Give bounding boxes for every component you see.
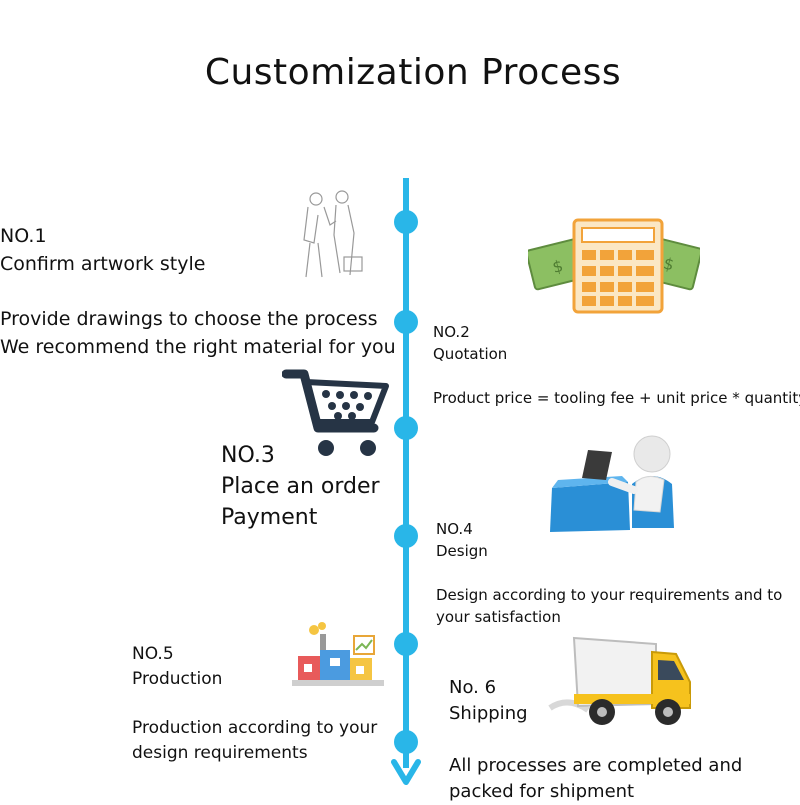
step-description: Product price = tooling fee + unit price… xyxy=(433,389,800,407)
step-name: Quotation xyxy=(433,345,508,363)
step-name: Shipping xyxy=(449,703,528,724)
handshake-sketch-icon xyxy=(303,190,363,278)
shopping-cart-icon xyxy=(282,369,389,456)
step-description: Provide drawings to choose the process xyxy=(0,308,378,330)
step-name: Design xyxy=(436,542,488,560)
timeline-dot xyxy=(394,416,418,440)
delivery-truck-icon xyxy=(548,636,691,725)
designer-laptop-icon xyxy=(550,435,674,532)
step-number: NO.5 xyxy=(132,644,174,664)
step-description: All processes are completed and packed f… xyxy=(449,755,743,802)
page-title: Customization Process xyxy=(204,52,622,93)
step-number: NO.2 xyxy=(433,323,470,341)
timeline-dot xyxy=(394,310,418,334)
step-number: NO.1 xyxy=(0,225,47,247)
calculator-money-icon: $ $ xyxy=(528,218,700,314)
timeline-dot xyxy=(394,524,418,548)
step-3: NO.3 Place an order Payment xyxy=(221,440,380,533)
step-number: NO.3 xyxy=(221,443,275,468)
step-description: Production according to your design requ… xyxy=(132,718,378,763)
timeline-line xyxy=(403,178,409,768)
step-2: NO.2 Quotation Product price = tooling f… xyxy=(433,321,800,409)
step-5: NO.5 Production Production according to … xyxy=(132,642,402,766)
timeline-dot xyxy=(394,210,418,234)
svg-text:$: $ xyxy=(550,256,564,277)
step-number: No. 6 xyxy=(449,677,497,698)
step-name: Production xyxy=(132,669,223,689)
step-description: We recommend the right material for you xyxy=(0,336,396,358)
svg-text:$: $ xyxy=(662,254,676,275)
step-name: Confirm artwork style xyxy=(0,253,206,275)
step-1: NO.1 Confirm artwork style Provide drawi… xyxy=(0,222,396,361)
step-name: Place an order xyxy=(221,474,380,499)
factory-icon xyxy=(292,622,384,686)
step-description: Payment xyxy=(221,505,318,530)
step-4: NO.4 Design Design according to your req… xyxy=(436,518,800,628)
step-number: NO.4 xyxy=(436,520,473,538)
step-description: Design according to your requirements an… xyxy=(436,586,783,626)
step-6: No. 6 Shipping All processes are complet… xyxy=(449,675,779,805)
